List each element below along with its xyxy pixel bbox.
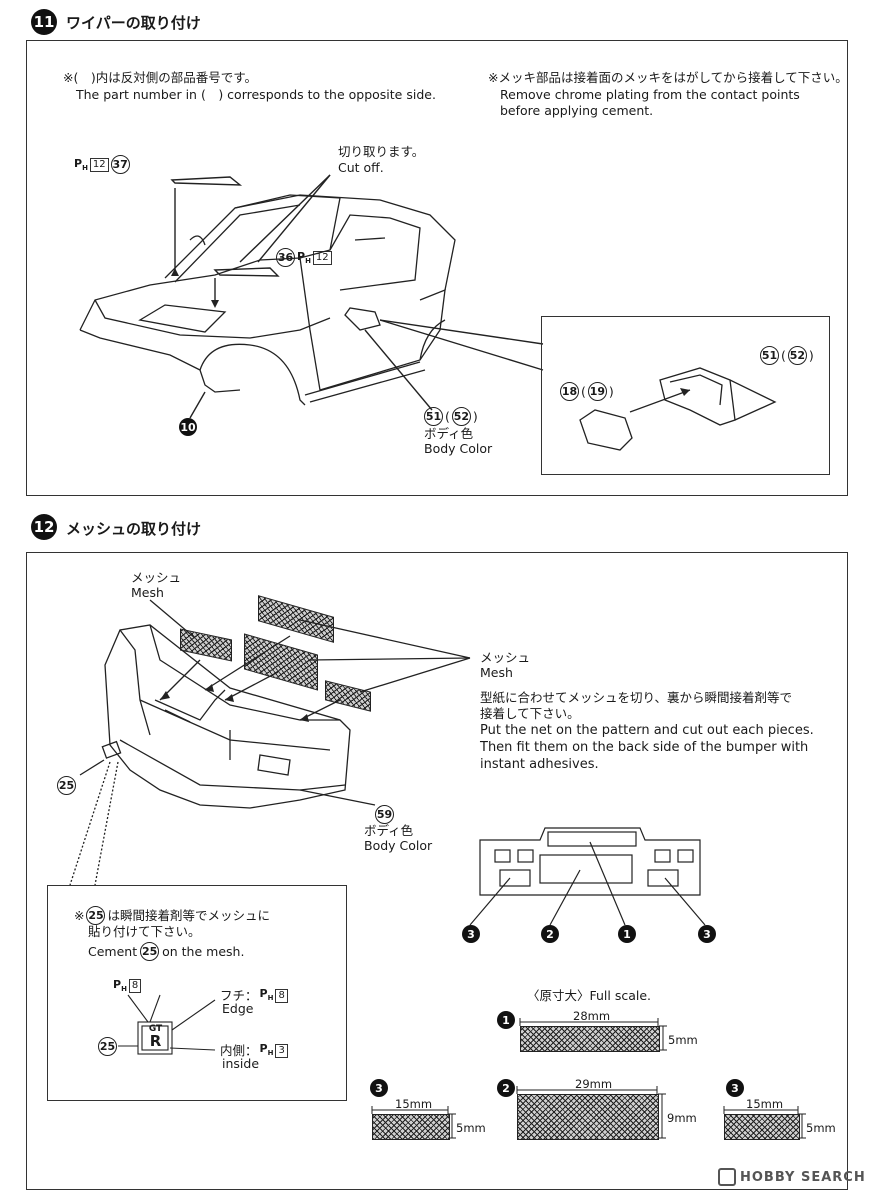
- template-2-width: 29mm: [575, 1077, 613, 1091]
- template-2-mesh: [517, 1094, 659, 1140]
- mirror-51-label: 51 ( 52 ): [424, 407, 478, 426]
- template-2-height: 9mm: [667, 1111, 697, 1125]
- edge-label-en: Edge: [222, 1001, 254, 1016]
- mesh-instruction-jp-1: 型紙に合わせてメッシュを切り、裏から瞬間接着剤等で: [480, 690, 793, 705]
- chrome-note-en-1: Remove chrome plating from the contact p…: [500, 87, 800, 102]
- template-1-mesh: [520, 1026, 660, 1052]
- template-2-badge: 2: [497, 1079, 515, 1097]
- template-3-right-mesh: [724, 1114, 800, 1140]
- step-12-frame: [26, 552, 848, 1190]
- paren-open: (: [781, 347, 786, 363]
- chrome-note-jp: ※メッキ部品は接着面のメッキをはがしてから接着して下さい。: [488, 70, 848, 85]
- template-1-height: 5mm: [668, 1033, 698, 1047]
- template-3-left-height: 5mm: [456, 1121, 486, 1135]
- body-color-jp: ボディ色: [424, 426, 474, 441]
- part-25-callout: 25: [86, 906, 106, 925]
- template-3-right-width: 15mm: [746, 1097, 784, 1111]
- body-color-en-12: Body Color: [364, 838, 433, 853]
- opposite-part-note-jp: ※( )内は反対側の部品番号です。: [63, 70, 257, 85]
- mesh-label-right-jp: メッシュ: [480, 650, 531, 665]
- ph-runner-tag: PH: [297, 249, 311, 266]
- callout-3-right: 3: [698, 925, 716, 943]
- ph-runner-tag: PH: [74, 156, 88, 173]
- callout-1: 1: [618, 925, 636, 943]
- emblem-detail-box: [47, 885, 347, 1101]
- mirror-18-label: 18 ( 19 ): [560, 382, 614, 401]
- step-12-title: メッシュの取り付け: [66, 520, 202, 538]
- ph-runner-number: 12: [312, 250, 332, 265]
- step-11-badge: 11: [31, 9, 57, 35]
- cut-off-jp: 切り取ります。: [338, 144, 425, 159]
- mesh-label-en: Mesh: [131, 585, 164, 600]
- paren-open: (: [581, 383, 586, 399]
- part-59-callout: 59: [375, 805, 394, 824]
- template-3-left-mesh: [372, 1114, 450, 1140]
- part-36-callout: 36: [276, 248, 295, 267]
- part-25-callout: 25: [57, 776, 76, 795]
- template-3-left-badge: 3: [370, 1079, 388, 1097]
- part-52-callout: 52: [451, 407, 471, 426]
- step-12-badge: 12: [31, 514, 57, 540]
- full-scale-label: 〈原寸大〉Full scale.: [527, 988, 652, 1003]
- mesh-instruction-en-2: Then fit them on the back side of the bu…: [480, 740, 809, 755]
- opposite-part-note-en: The part number in ( ) corresponds to th…: [76, 87, 436, 102]
- cement-note-en: Cement 25 on the mesh.: [88, 942, 244, 961]
- template-3-right-height: 5mm: [806, 1121, 836, 1135]
- part-37-callout: 37: [110, 155, 130, 174]
- part-51-callout: 51: [424, 407, 443, 426]
- paren-open: (: [445, 408, 450, 424]
- part-19-callout: 19: [587, 382, 607, 401]
- mesh-instruction-en-3: instant adhesives.: [480, 757, 599, 772]
- ph8-top-label: PH 8: [113, 978, 142, 993]
- gt-r-emblem-text: GT R: [148, 1024, 163, 1050]
- callout-2: 2: [541, 925, 559, 943]
- template-3-left-width: 15mm: [395, 1097, 433, 1111]
- callout-3-left: 3: [462, 925, 480, 943]
- chrome-note-en-2: before applying cement.: [500, 103, 654, 118]
- mirror-detail-box: [541, 316, 830, 475]
- mesh-instruction-jp-2: 接着して下さい。: [480, 706, 580, 721]
- mirror-51-detail-label: 51 ( 52 ): [760, 346, 814, 365]
- step-11-frame: [26, 40, 848, 496]
- template-1-badge: 1: [497, 1011, 515, 1029]
- wiper-36-label: 36 PH 12: [276, 248, 332, 267]
- part-25-callout: 25: [140, 942, 160, 961]
- body-color-jp-12: ボディ色: [364, 823, 414, 838]
- ph-runner-number: 12: [89, 157, 109, 172]
- wiper-37-label: PH 12 37: [74, 155, 130, 174]
- part-25-emblem-callout: 25: [98, 1037, 117, 1056]
- body-color-en: Body Color: [424, 441, 493, 456]
- part-18-callout: 18: [560, 382, 579, 401]
- cut-off-en: Cut off.: [338, 160, 384, 175]
- watermark-logo-icon: [718, 1168, 736, 1186]
- mesh-label-jp: メッシュ: [131, 570, 182, 585]
- cement-note-jp-1: ※ 25 は瞬間接着剤等でメッシュに: [74, 906, 270, 925]
- template-3-right-badge: 3: [726, 1079, 744, 1097]
- paren-close: ): [608, 383, 614, 399]
- edge-label: フチ： PH 8: [220, 986, 288, 1006]
- part-52-callout: 52: [787, 346, 807, 365]
- part-10-callout: 10: [179, 418, 197, 436]
- paren-close: ): [808, 347, 814, 363]
- step-11-title: ワイパーの取り付け: [66, 14, 201, 32]
- mesh-instruction-en-1: Put the net on the pattern and cut out e…: [480, 723, 814, 738]
- hobby-search-watermark: HOBBY SEARCH: [718, 1168, 866, 1186]
- template-1-width: 28mm: [573, 1009, 611, 1023]
- paren-close: ): [472, 408, 478, 424]
- part-51-callout: 51: [760, 346, 779, 365]
- inside-label: 内側： PH 3: [220, 1041, 288, 1061]
- mesh-label-right-en: Mesh: [480, 665, 513, 680]
- cement-note-jp-2: 貼り付けて下さい。: [88, 924, 201, 939]
- inside-label-en: inside: [222, 1056, 260, 1071]
